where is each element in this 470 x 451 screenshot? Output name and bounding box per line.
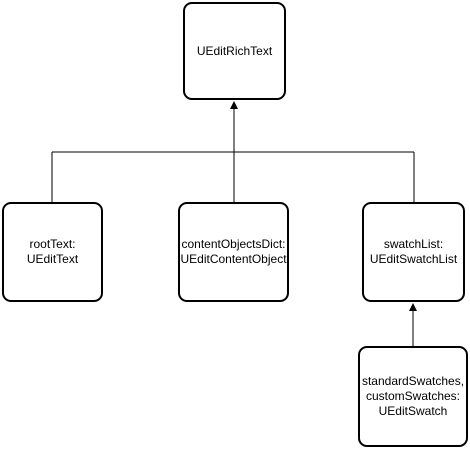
node-content-objects-dict: contentObjectsDict: UEditContentObject: [178, 202, 289, 302]
node-label-line2: UEditSwatchList: [369, 252, 458, 266]
node-label-line3: UEditSwatch: [378, 404, 448, 418]
node-label-line2: UEditText: [26, 252, 79, 266]
node-label: UEditRichText: [196, 43, 273, 58]
node-swatch-list: swatchList: UEditSwatchList: [362, 202, 465, 302]
node-label-line2: customSwatches:: [365, 389, 461, 403]
node-swatches: standardSwatches, customSwatches: UEditS…: [358, 346, 468, 447]
node-uedit-rich-text: UEditRichText: [183, 2, 286, 100]
node-root-text: rootText: UEditText: [2, 202, 103, 302]
node-label-line1: rootText:: [29, 237, 76, 251]
node-label-line1: standardSwatches,: [361, 374, 465, 388]
node-label-line1: contentObjectsDict:: [181, 237, 286, 251]
node-label-line2: UEditContentObject: [180, 252, 287, 266]
node-label-line1: swatchList:: [383, 237, 444, 251]
